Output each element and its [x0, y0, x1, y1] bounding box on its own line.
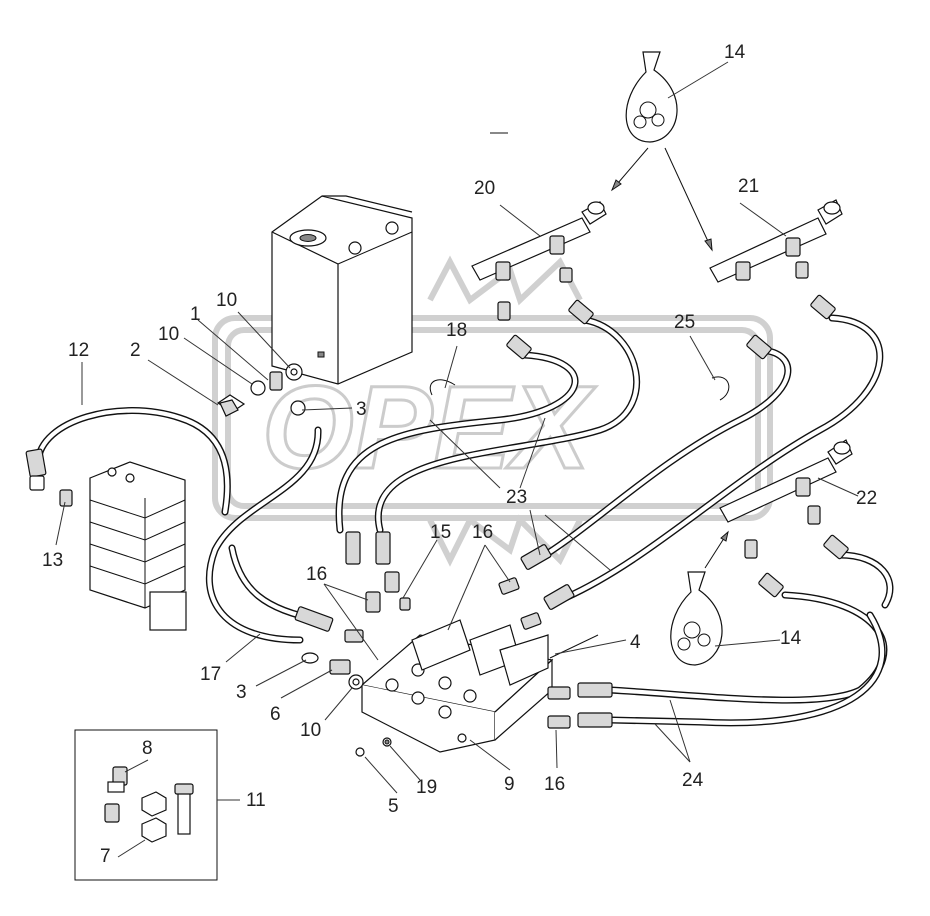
callout-25: 25: [674, 312, 695, 333]
callout-21: 21: [738, 176, 759, 197]
callout-3-bottom: 3: [236, 682, 247, 703]
callout-10-top: 10: [216, 290, 237, 311]
callout-labels: 14 20 21 10 1 10 2 12 18 25 3 23 22 13 1…: [42, 42, 877, 867]
callout-23: 23: [506, 487, 527, 508]
callout-16-bottom: 16: [544, 774, 565, 795]
main-valve-block: [360, 619, 554, 753]
callout-16-upper-right: 16: [472, 522, 493, 543]
callout-12: 12: [68, 340, 89, 361]
control-valve-stack: [59, 461, 187, 631]
small-fittings: [301, 571, 599, 757]
hydraulic-cylinders: [471, 199, 853, 559]
callout-20: 20: [474, 178, 495, 199]
leader-lines: [55, 61, 859, 858]
callout-14-bottom: 14: [780, 628, 802, 649]
callout-2: 2: [130, 340, 141, 361]
callout-10-mid: 10: [158, 324, 179, 345]
callout-18: 18: [446, 320, 467, 341]
callout-19: 19: [416, 777, 437, 798]
callout-11: 11: [246, 790, 266, 811]
bolt-and-washers: [216, 363, 306, 417]
callout-10-bottom: 10: [300, 720, 321, 741]
callout-9: 9: [504, 774, 515, 795]
callout-24: 24: [682, 770, 704, 791]
callout-7: 7: [100, 846, 111, 867]
callout-3-top: 3: [356, 399, 367, 420]
hydraulic-tank: [271, 195, 413, 385]
arrows: [490, 132, 729, 569]
hoses: [34, 314, 894, 727]
callout-5: 5: [388, 796, 399, 817]
kit-box: [74, 729, 218, 881]
parts-bags: [625, 51, 723, 666]
callout-16-upper-left: 16: [306, 564, 327, 585]
callout-15: 15: [430, 522, 451, 543]
callout-6: 6: [270, 704, 281, 725]
hose-fittings: [25, 294, 849, 728]
callout-17: 17: [200, 664, 221, 685]
callout-14-top: 14: [724, 42, 746, 63]
clamps: [429, 376, 730, 401]
callout-1: 1: [190, 304, 201, 325]
callout-4: 4: [630, 632, 641, 653]
callout-22: 22: [856, 488, 877, 509]
callout-13: 13: [42, 550, 63, 571]
callout-8: 8: [142, 738, 153, 759]
